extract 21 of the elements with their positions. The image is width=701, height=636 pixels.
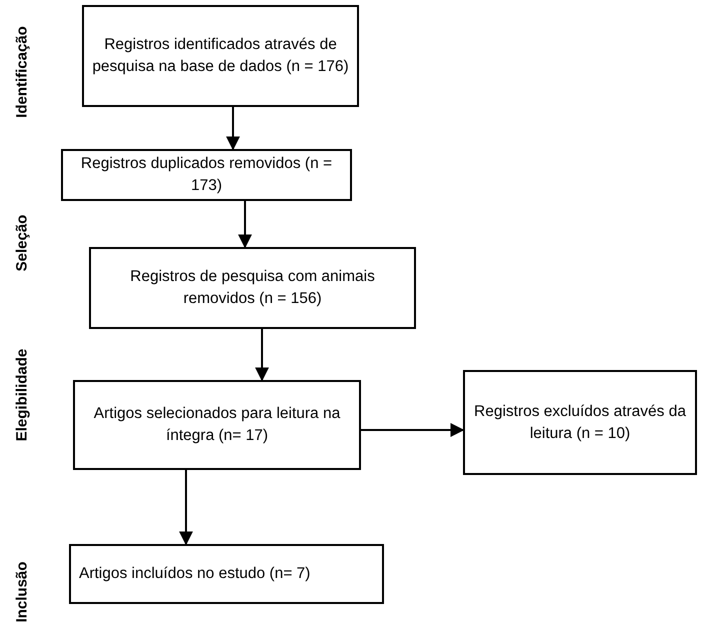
stage-label: Identificação bbox=[14, 26, 30, 118]
box-text: Artigos selecionados para leitura na íntegra (n= 17) bbox=[92, 404, 342, 446]
arrow bbox=[179, 470, 193, 546]
stage-label: Elegibilidade bbox=[14, 348, 30, 442]
process-box bbox=[463, 370, 697, 475]
process-box bbox=[61, 149, 352, 201]
stage-label: Seleção bbox=[14, 214, 30, 272]
box-text: Registros duplicados removidos (n = 173) bbox=[80, 154, 334, 196]
arrow bbox=[361, 423, 464, 437]
box-text: Registros excluídos através da leitura (n = 10) bbox=[473, 402, 687, 444]
box-text: Registros de pesquisa com animais removidos (n = 156) bbox=[129, 267, 376, 309]
box-text: Registros identificados através de pesquisa na base de dados (n = 176) bbox=[92, 35, 349, 77]
box-text: Artigos incluídos no estudo (n= 7) bbox=[79, 564, 310, 584]
stage-label: Inclusão bbox=[14, 562, 30, 622]
process-box bbox=[69, 544, 384, 604]
process-box bbox=[73, 380, 361, 470]
arrow bbox=[226, 107, 240, 150]
process-box bbox=[89, 247, 416, 329]
process-box bbox=[82, 5, 359, 107]
arrow bbox=[238, 201, 252, 248]
arrow bbox=[255, 329, 269, 382]
